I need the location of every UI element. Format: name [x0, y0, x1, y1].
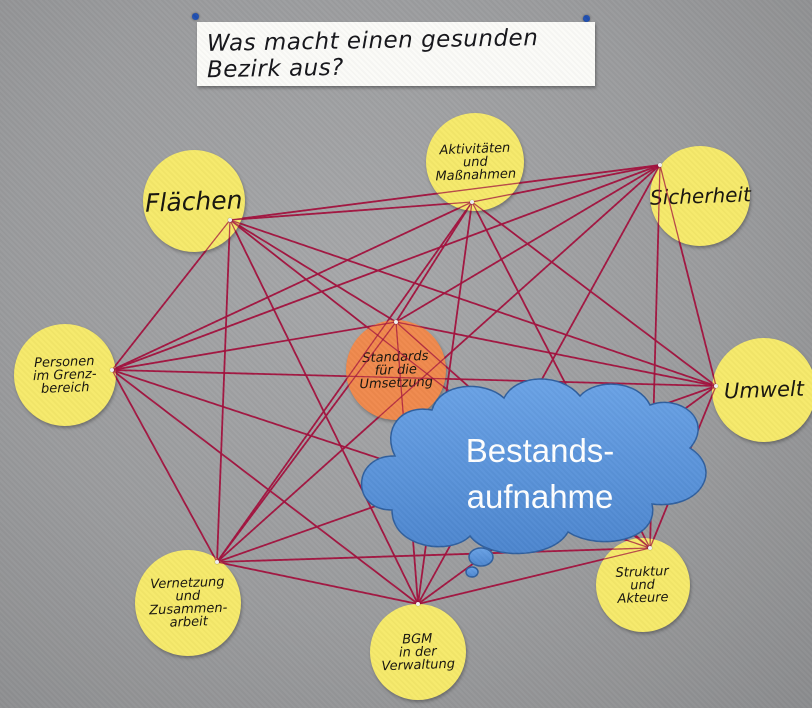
circle-vernetzung: Vernetzung und Zusammen- arbeit	[135, 550, 241, 656]
string-line	[216, 321, 397, 563]
circle-struktur: Struktur und Akteure	[596, 538, 690, 632]
string-line	[229, 201, 473, 221]
string-line	[229, 219, 397, 323]
string-line	[111, 219, 231, 371]
string-line	[395, 164, 661, 323]
string-line	[395, 321, 717, 387]
tack-icon	[658, 163, 662, 167]
tack-icon	[470, 200, 474, 204]
string-line	[229, 164, 661, 221]
string-line	[471, 201, 717, 387]
string-line	[395, 201, 473, 323]
string-line	[111, 321, 397, 371]
title-card: Was macht einen gesunden Bezirk aus?	[197, 22, 595, 86]
tack-icon	[416, 602, 420, 606]
string-line	[659, 164, 717, 387]
string-line	[216, 219, 231, 563]
tack-icon	[714, 384, 718, 388]
string-line	[111, 369, 419, 605]
tack-icon	[228, 218, 232, 222]
circle-personen: Personen im Grenz- bereich	[14, 324, 116, 426]
thought-cloud: Bestands- aufnahme	[390, 428, 690, 520]
string-line	[111, 164, 661, 371]
string-line	[111, 201, 473, 371]
string-line	[111, 369, 218, 563]
string-line	[471, 164, 661, 203]
string-line	[417, 547, 651, 605]
string-line	[216, 561, 419, 605]
circle-sicherheit: Sicherheit	[649, 146, 751, 246]
string-line	[216, 201, 473, 563]
cloud-line-1: Bestands-	[465, 432, 615, 469]
tack-icon	[110, 368, 114, 372]
tack-icon	[215, 560, 219, 564]
pushpin-icon	[192, 13, 199, 20]
circle-bgm: BGM in der Verwaltung	[370, 604, 466, 700]
circle-flaechen: Flächen	[143, 150, 245, 252]
string-line	[229, 219, 717, 387]
cloud-line-2: aufnahme	[466, 478, 614, 516]
string-line	[216, 164, 661, 563]
pushpin-icon	[583, 15, 590, 22]
string-line	[216, 547, 651, 563]
circle-standards: Standards für die Umsetzung	[346, 320, 446, 420]
circle-umwelt: Umwelt	[712, 338, 812, 442]
string-line	[111, 369, 717, 387]
tack-icon	[394, 320, 398, 324]
tack-icon	[648, 546, 652, 550]
